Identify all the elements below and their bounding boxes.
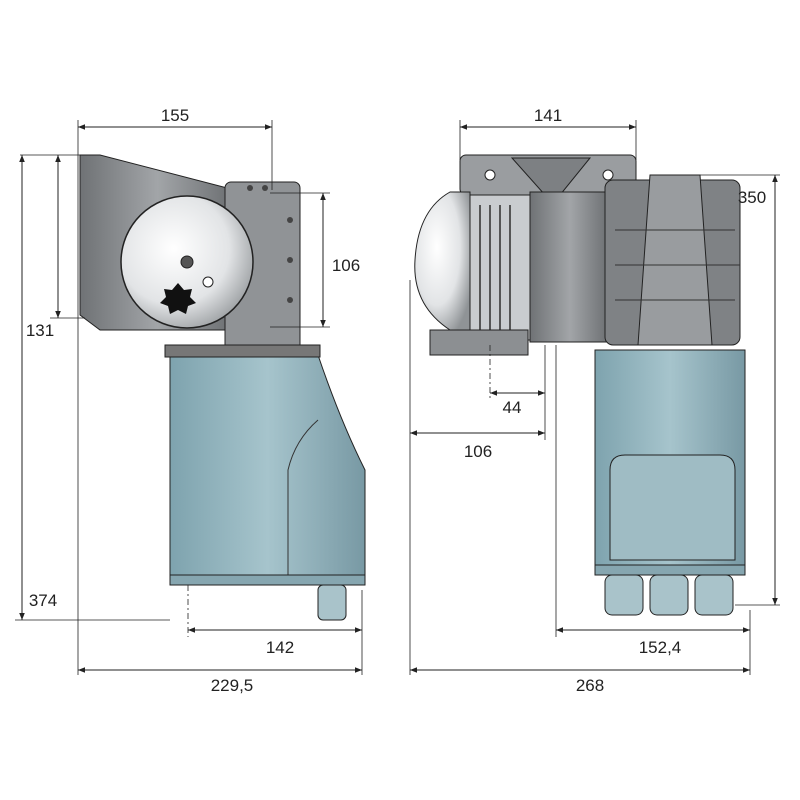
motor-housing-left [169,354,366,586]
motor-dome [414,191,471,331]
dim-106-right: 106 [464,442,492,461]
dim-44: 44 [503,398,522,417]
dim-131: 131 [26,321,54,340]
drum-shaft [180,255,194,269]
side-view-left [79,154,366,621]
cable-gland-left [317,584,347,621]
dim-268: 268 [576,676,604,695]
chain-wheel-star [160,283,196,314]
gearbox-bolts [247,185,293,303]
front-view-right [414,154,746,616]
dim-106-left: 106 [332,256,360,275]
dimension-lines [15,120,780,675]
dim-155: 155 [161,106,189,125]
gear-drum [529,191,611,343]
dim-142: 142 [266,638,294,657]
cable-glands-right [604,574,734,616]
terminal-cover [609,454,736,561]
dim-374: 374 [29,591,57,610]
dim-152-4: 152,4 [639,638,682,657]
dim-141: 141 [534,106,562,125]
dimension-labels: 155 141 350 106 131 374 44 106 142 152,4… [26,106,766,695]
dim-229-5: 229,5 [211,676,254,695]
dim-350: 350 [738,188,766,207]
